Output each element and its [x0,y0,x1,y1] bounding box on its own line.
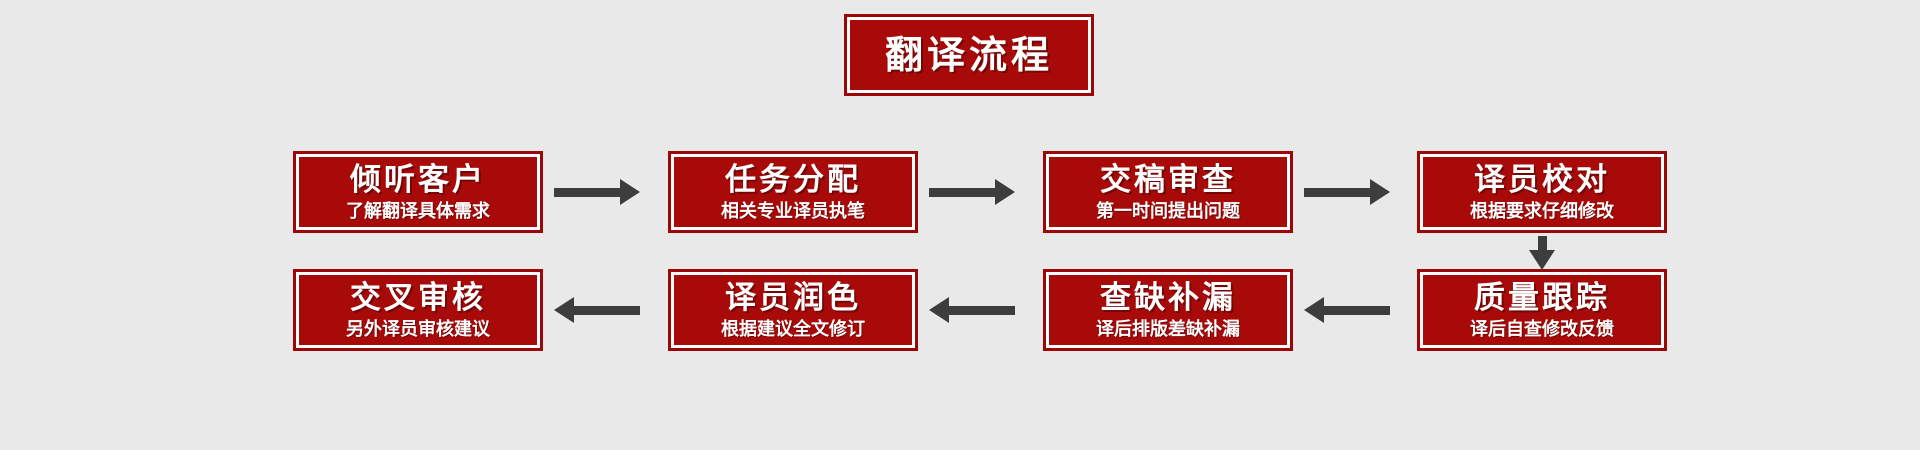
step-subtitle: 另外译员审核建议 [346,319,490,340]
arrow-shaft [1537,236,1547,250]
arrow-left-icon [929,293,1015,327]
arrow-left-icon [1304,293,1390,327]
arrow-left-icon [554,293,640,327]
arrow-shaft [949,305,1015,315]
arrow-shaft [554,187,620,197]
step-box-5-quality-tracking[interactable]: 质量跟踪 译后自查修改反馈 [1417,269,1667,351]
arrow-head [554,297,574,323]
arrow-right-icon [929,175,1015,209]
step-box-6-gap-check[interactable]: 查缺补漏 译后排版差缺补漏 [1043,269,1293,351]
step-title: 质量跟踪 [1474,280,1610,316]
step-title: 倾听客户 [350,162,486,198]
arrow-head [929,297,949,323]
arrow-right-icon [1304,175,1390,209]
step-subtitle: 译后排版差缺补漏 [1096,319,1240,340]
step-box-4-translator-proofreading[interactable]: 译员校对 根据要求仔细修改 [1417,151,1667,233]
arrow-head [1529,250,1555,270]
step-box-8-cross-review[interactable]: 交叉审核 另外译员审核建议 [293,269,543,351]
step-subtitle: 第一时间提出问题 [1096,201,1240,222]
step-subtitle: 了解翻译具体需求 [346,201,490,222]
step-title: 任务分配 [725,162,861,198]
step-title: 译员润色 [725,280,861,316]
step-box-2-task-assignment[interactable]: 任务分配 相关专业译员执笔 [668,151,918,233]
step-subtitle: 根据建议全文修订 [721,319,865,340]
step-title: 查缺补漏 [1100,280,1236,316]
arrow-head [1304,297,1324,323]
step-box-3-draft-review[interactable]: 交稿审查 第一时间提出问题 [1043,151,1293,233]
arrow-down-icon [1525,236,1559,270]
arrow-right-icon [554,175,640,209]
step-subtitle: 译后自查修改反馈 [1470,319,1614,340]
step-title: 交叉审核 [350,280,486,316]
step-subtitle: 根据要求仔细修改 [1470,201,1614,222]
arrow-shaft [1304,187,1370,197]
diagram-title-box: 翻译流程 [844,14,1094,96]
arrow-head [1370,179,1390,205]
arrow-head [620,179,640,205]
arrow-shaft [929,187,995,197]
arrow-shaft [1324,305,1390,315]
diagram-title-text: 翻译流程 [884,33,1053,77]
step-box-1-listen-to-client[interactable]: 倾听客户 了解翻译具体需求 [293,151,543,233]
arrow-head [995,179,1015,205]
step-subtitle: 相关专业译员执笔 [721,201,865,222]
step-title: 交稿审查 [1100,162,1236,198]
step-title: 译员校对 [1474,162,1610,198]
arrow-shaft [574,305,640,315]
step-box-7-translator-polishing[interactable]: 译员润色 根据建议全文修订 [668,269,918,351]
